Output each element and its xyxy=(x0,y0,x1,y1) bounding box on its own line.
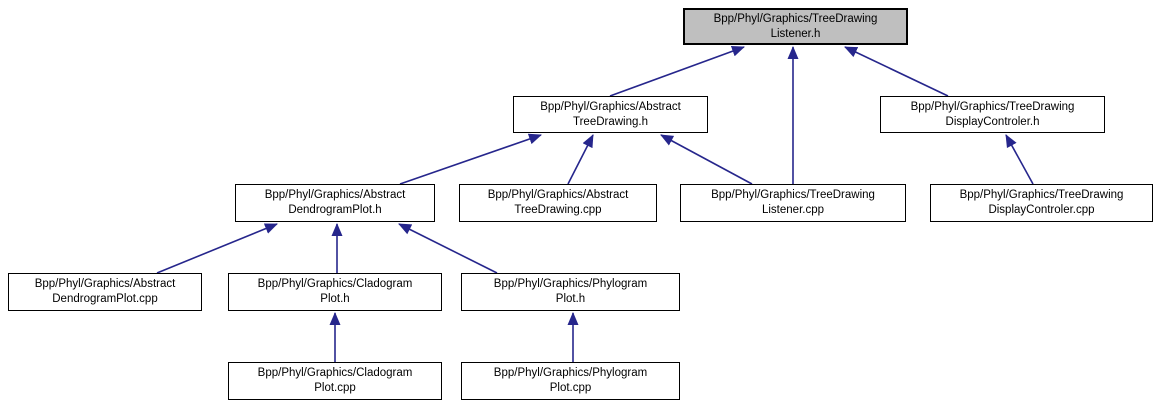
node-label-line: DendrogramPlot.h xyxy=(288,204,382,216)
node-label-line: Plot.h xyxy=(320,293,350,305)
node-label-line: Bpp/Phyl/Graphics/Abstract xyxy=(540,100,681,113)
node-label-line: Bpp/Phyl/Graphics/Cladogram xyxy=(257,278,413,290)
node-label-line: Listener.h xyxy=(770,27,821,40)
edge-abstract-dendrogramplot-h-to-abstract-treedrawing-h xyxy=(399,133,542,185)
node-label-line: TreeDrawing.h xyxy=(573,115,648,128)
edges-group xyxy=(156,45,1034,362)
edge-abstract-dendrogramplot-cpp-to-abstract-dendrogramplot-h xyxy=(156,223,278,274)
edge-treedrawing-displaycontroler-h-to-treedrawing-listener-h xyxy=(844,46,949,97)
node-label-line: DendrogramPlot.cpp xyxy=(52,293,158,305)
node-label-line: Plot.cpp xyxy=(549,382,592,394)
node-label-line: Listener.cpp xyxy=(761,204,824,216)
node-label-line: Bpp/Phyl/Graphics/Abstract xyxy=(34,278,176,290)
node-label-line: Bpp/Phyl/Graphics/Phylogram xyxy=(493,367,648,379)
edge-abstract-treedrawing-h-to-treedrawing-listener-h xyxy=(609,45,745,97)
node-label-line: Bpp/Phyl/Graphics/Phylogram xyxy=(493,278,648,290)
edge-phylogramplot-h-to-abstract-dendrogramplot-h xyxy=(398,223,498,274)
node-label-line: Bpp/Phyl/Graphics/TreeDrawing xyxy=(959,189,1124,201)
edge-abstract-treedrawing-cpp-to-abstract-treedrawing-h xyxy=(567,134,594,185)
node-label-line: DisplayControler.h xyxy=(945,115,1040,128)
node-label-line: Plot.h xyxy=(555,293,586,305)
node-label-line: DisplayControler.cpp xyxy=(988,204,1095,216)
edge-treedrawing-displaycontroler-cpp-to-treedrawing-displaycontroler-h xyxy=(1005,134,1034,185)
node-label-line: TreeDrawing.cpp xyxy=(514,204,602,216)
edge-treedrawing-listener-cpp-to-abstract-treedrawing-h xyxy=(660,134,753,185)
node-label-line: Bpp/Phyl/Graphics/Abstract xyxy=(487,189,629,201)
node-label-line: Plot.cpp xyxy=(314,382,356,394)
node-label-line: Bpp/Phyl/Graphics/TreeDrawing xyxy=(910,100,1075,113)
node-label-line: Bpp/Phyl/Graphics/TreeDrawing xyxy=(713,12,878,25)
node-label-line: Bpp/Phyl/Graphics/TreeDrawing xyxy=(711,189,875,201)
node-label-line: Bpp/Phyl/Graphics/Cladogram xyxy=(257,367,413,379)
node-label-line: Bpp/Phyl/Graphics/Abstract xyxy=(264,189,406,201)
